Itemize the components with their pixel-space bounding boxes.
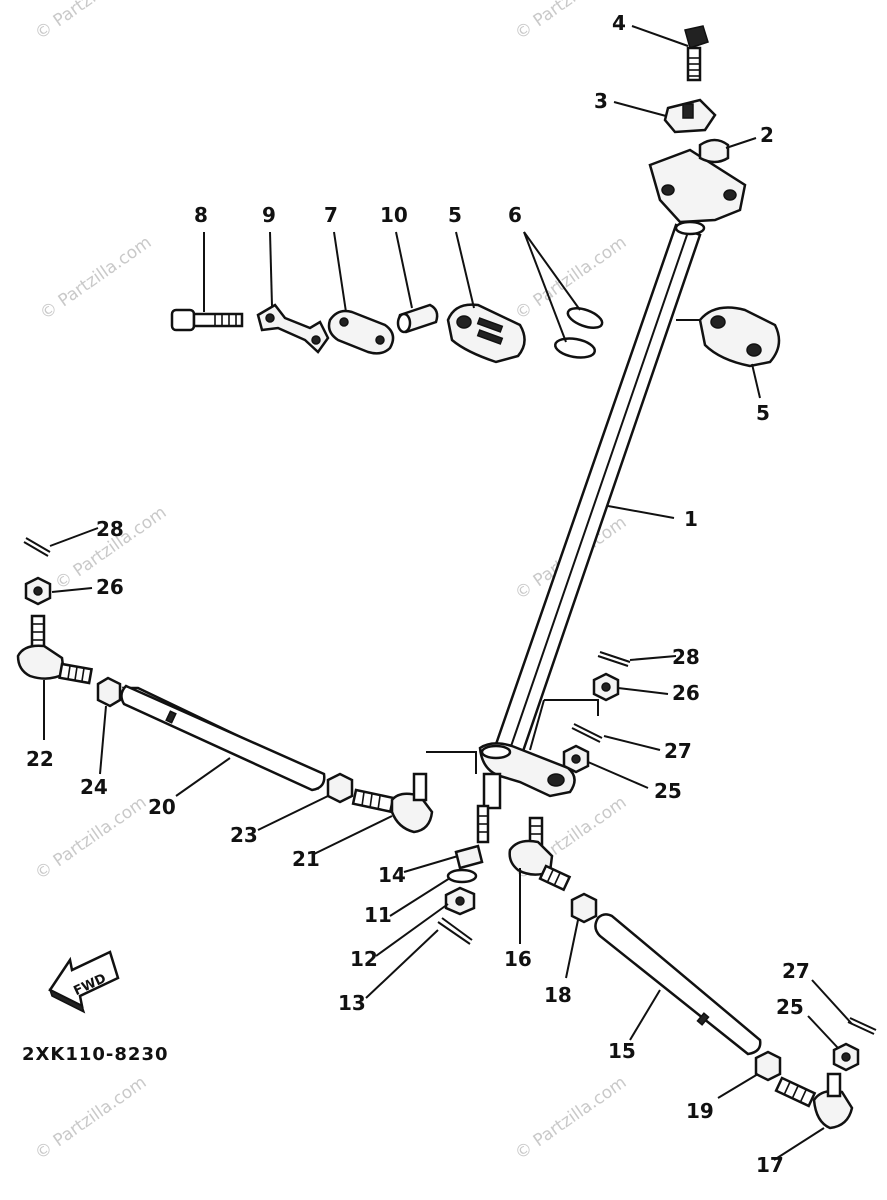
collar [698,138,730,164]
nut-26-right [592,672,620,702]
nut-25-lower [832,1042,860,1072]
column-top-bracket [648,148,747,236]
callout-1: 1 [684,507,698,531]
tie-rod-20 [120,684,326,792]
callout-5-left: 5 [448,203,462,227]
callout-26-right: 26 [672,681,700,705]
callout-27-lower: 27 [782,959,810,983]
nut-12 [444,886,476,916]
cotter-pin-28-right [597,651,631,667]
callout-2: 2 [760,123,774,147]
tie-rod-end-21 [351,772,434,834]
nut-26-left [24,576,52,606]
callout-15: 15 [608,1039,636,1063]
tie-rod-end-17 [774,1072,854,1130]
rings-6 [553,307,604,359]
callout-24: 24 [80,775,108,799]
callout-5-right: 5 [756,401,770,425]
callout-7: 7 [324,203,338,227]
callout-16: 16 [504,947,532,971]
collar-10 [396,303,439,334]
tie-rod-end-16 [508,816,572,892]
watermark: © Partzilla.com [36,232,155,324]
nut-19 [754,1050,782,1082]
cotter-pin-28-left [23,537,51,557]
top-bolt [684,25,709,82]
lock-washer-9 [256,303,330,354]
column-clamp-left [446,303,526,364]
nut-18 [570,892,598,924]
callout-17: 17 [756,1153,784,1177]
plate-7 [327,309,395,355]
callout-11: 11 [364,903,392,927]
callout-28-left: 28 [96,517,124,541]
callout-25-upper: 25 [654,779,682,803]
watermark: © Partzilla.com [31,1072,150,1164]
callout-21: 21 [292,847,320,871]
upper-holder [663,98,717,134]
watermark: © Partzilla.com [511,1072,630,1164]
cotter-pin-27-lower [847,1017,877,1035]
callout-4: 4 [612,11,626,35]
callout-28-right: 28 [672,645,700,669]
column-clamp-right [698,306,781,368]
nut-24 [96,676,122,708]
callout-27-upper: 27 [664,739,692,763]
tie-rod-end-22 [16,614,93,685]
callout-12: 12 [350,947,378,971]
callout-23: 23 [230,823,258,847]
callout-labels: 1 2 3 4 5 5 6 7 8 9 10 11 12 13 14 15 16… [26,11,810,1177]
callout-13: 13 [338,991,366,1015]
callout-14: 14 [378,863,406,887]
cotter-pin-13 [437,917,473,945]
callout-18: 18 [544,983,572,1007]
callout-6: 6 [508,203,522,227]
nut-23 [326,772,354,804]
fwd-arrow-icon: FWD [48,950,120,1014]
callout-3: 3 [594,89,608,113]
bolt-8 [170,308,244,332]
callout-10: 10 [380,203,408,227]
leader-lines [43,25,853,1161]
callout-26-left: 26 [96,575,124,599]
drawing-code: 2XK110-8230 [22,1044,169,1065]
nut-25-upper [562,744,590,774]
watermark: © Partzilla.com [31,792,150,884]
callout-25-lower: 25 [776,995,804,1019]
watermark: © Partzilla.com [31,0,150,44]
tie-rod-15 [594,913,762,1056]
washer-14 [454,844,484,870]
callout-19: 19 [686,1099,714,1123]
pitman-arm [476,742,576,844]
washer-11 [446,868,478,884]
callout-8: 8 [194,203,208,227]
callout-22: 22 [26,747,54,771]
callout-9: 9 [262,203,276,227]
callout-20: 20 [148,795,176,819]
cotter-pin-27-upper [571,723,603,743]
